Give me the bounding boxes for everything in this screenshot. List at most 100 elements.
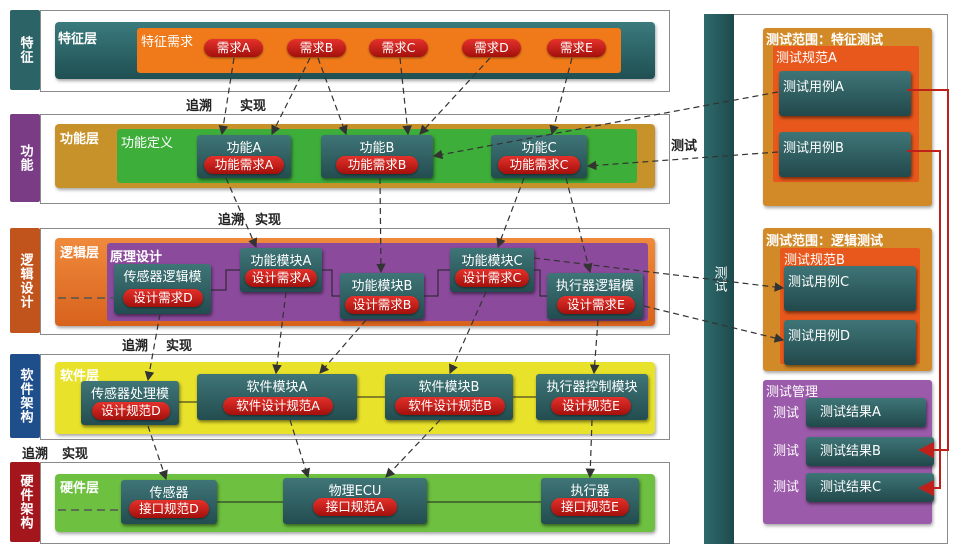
link-sw-actuator-hw-actuator xyxy=(585,419,596,479)
test-link-label: 测试 xyxy=(671,139,698,154)
function-node-b-title: 功能B xyxy=(359,141,395,156)
link-req-a-func-a xyxy=(218,57,235,136)
link-logic-c-sw-b xyxy=(449,291,487,375)
test-result-c[interactable]: 测试结果C xyxy=(806,473,934,502)
link-logic-e-sw-actuator xyxy=(589,319,600,375)
trace-label-4: 追溯 xyxy=(22,447,49,462)
flow-logic-c-e xyxy=(534,269,547,297)
test-case-c[interactable]: 测试用例C xyxy=(784,266,916,311)
function-lane-title: 功能层 xyxy=(60,132,100,147)
link-sw-a-hw-ecu xyxy=(289,419,311,479)
logic-req-b[interactable]: 设计需求B xyxy=(345,296,419,314)
flow-logic-a-b xyxy=(322,269,340,297)
logic-node-sensor-title: 传感器逻辑模 xyxy=(123,270,202,285)
hardware-lane-title: 硬件层 xyxy=(60,481,100,496)
link-func-b-logic-b xyxy=(376,177,386,274)
implement-label-1: 实现 xyxy=(240,99,267,114)
link-test-a-func-b xyxy=(432,91,779,160)
software-node-actuator-title: 执行器控制模块 xyxy=(546,380,638,395)
software-spec-e[interactable]: 设计规范E xyxy=(551,397,631,415)
logic-req-d[interactable]: 设计需求D xyxy=(123,289,203,307)
red-link-case-b-result-c xyxy=(907,150,941,496)
hardware-spec-e[interactable]: 接口规范E xyxy=(551,498,629,516)
hardware-spec-d[interactable]: 接口规范D xyxy=(129,500,209,518)
logic-req-a[interactable]: 设计需求A xyxy=(245,269,317,287)
logic-node-func-b-title: 功能模块B xyxy=(351,279,413,294)
logic-node-actuator-title: 执行器逻辑模 xyxy=(555,279,634,294)
hardware-node-ecu-title: 物理ECU xyxy=(328,484,382,499)
tab-function-layer: 功能 xyxy=(10,114,40,202)
test-tab: 测试 xyxy=(704,14,734,544)
software-node-b-title: 软件模块B xyxy=(418,380,480,395)
scope-feature-title: 测试范围：特征测试 xyxy=(766,33,884,48)
spec-a-title: 测试规范A xyxy=(776,51,837,66)
tab-hardware-layer: 硬件架构 xyxy=(10,462,40,542)
link-sw-b-hw-ecu xyxy=(385,419,441,478)
link-func-a-logic-a xyxy=(225,177,258,249)
logic-req-e[interactable]: 设计需求E xyxy=(557,296,635,314)
software-node-a-title: 软件模块A xyxy=(246,380,308,395)
requirement-c[interactable]: 需求C xyxy=(369,39,428,57)
hardware-spec-a[interactable]: 接口规范A xyxy=(313,498,397,516)
function-req-b[interactable]: 功能需求B xyxy=(336,156,418,174)
software-spec-b[interactable]: 软件设计规范B xyxy=(395,397,505,415)
requirement-a[interactable]: 需求A xyxy=(204,39,263,57)
test-case-b[interactable]: 测试用例B xyxy=(779,132,911,177)
test-row-a-label: 测试 xyxy=(773,406,800,421)
logic-node-func-c-title: 功能模块C xyxy=(461,254,523,269)
link-logic-d-sw-sensor xyxy=(144,313,161,382)
implement-label-4: 实现 xyxy=(62,447,89,462)
function-node-a-title: 功能A xyxy=(226,141,262,156)
link-func-c-logic-e xyxy=(565,177,593,274)
scope-logic-title: 测试范围：逻辑测试 xyxy=(766,234,884,249)
link-req-d-func-b xyxy=(419,57,491,135)
logic-lane-title: 逻辑层 xyxy=(60,246,100,261)
hardware-node-actuator-title: 执行器 xyxy=(570,484,610,499)
tab-feature-layer: 特征 xyxy=(10,10,40,90)
function-req-a[interactable]: 功能需求A xyxy=(204,156,284,174)
spec-b-title: 测试规范B xyxy=(784,253,845,268)
hardware-node-sensor-title: 传感器 xyxy=(149,486,189,501)
trace-label-3: 追溯 xyxy=(122,339,149,354)
link-logic-e-test-d xyxy=(643,305,785,343)
test-row-c-label: 测试 xyxy=(773,480,800,495)
requirement-d[interactable]: 需求D xyxy=(462,39,521,57)
flow-logic-d-a xyxy=(211,269,240,291)
logic-req-c[interactable]: 设计需求C xyxy=(455,269,529,287)
software-node-sensor-title: 传感器处理模 xyxy=(90,387,169,402)
software-spec-d[interactable]: 设计规范D xyxy=(92,402,170,420)
link-logic-b-sw-a xyxy=(319,319,367,374)
test-result-a[interactable]: 测试结果A xyxy=(806,398,926,427)
logic-node-func-a-title: 功能模块A xyxy=(250,254,312,269)
requirement-e[interactable]: 需求E xyxy=(547,39,606,57)
test-management-title: 测试管理 xyxy=(766,385,819,400)
test-result-b[interactable]: 测试结果B xyxy=(806,437,934,466)
link-logic-c-test-c xyxy=(533,257,785,292)
logic-inner-title: 原理设计 xyxy=(110,250,163,265)
link-func-c-logic-c xyxy=(496,177,525,249)
test-case-d[interactable]: 测试用例D xyxy=(784,320,916,365)
function-inner-title: 功能定义 xyxy=(121,136,174,151)
implement-label-2: 实现 xyxy=(255,213,282,228)
link-req-b-func-b xyxy=(317,57,348,136)
test-case-a[interactable]: 测试用例A xyxy=(779,71,911,116)
trace-label-1: 追溯 xyxy=(186,99,213,114)
software-lane-title: 软件层 xyxy=(60,369,100,384)
link-req-b-func-a xyxy=(271,57,311,136)
function-req-c[interactable]: 功能需求C xyxy=(498,156,580,174)
link-req-c-func-b xyxy=(399,57,412,136)
red-link-case-a-result-b xyxy=(907,89,949,458)
link-test-b-func-c xyxy=(586,151,779,171)
tab-logic-layer: 逻辑设计 xyxy=(10,228,40,333)
requirement-b[interactable]: 需求B xyxy=(287,39,346,57)
function-node-c-title: 功能C xyxy=(521,141,557,156)
software-spec-a[interactable]: 软件设计规范A xyxy=(223,397,333,415)
trace-label-2: 追溯 xyxy=(218,213,245,228)
feature-inner-title: 特征需求 xyxy=(141,35,194,50)
feature-lane-title: 特征层 xyxy=(58,32,98,47)
flow-logic-b-c xyxy=(424,269,450,297)
link-logic-a-sw-a xyxy=(272,291,287,375)
link-sw-sensor-hw-sensor xyxy=(147,425,168,481)
implement-label-3: 实现 xyxy=(166,339,193,354)
